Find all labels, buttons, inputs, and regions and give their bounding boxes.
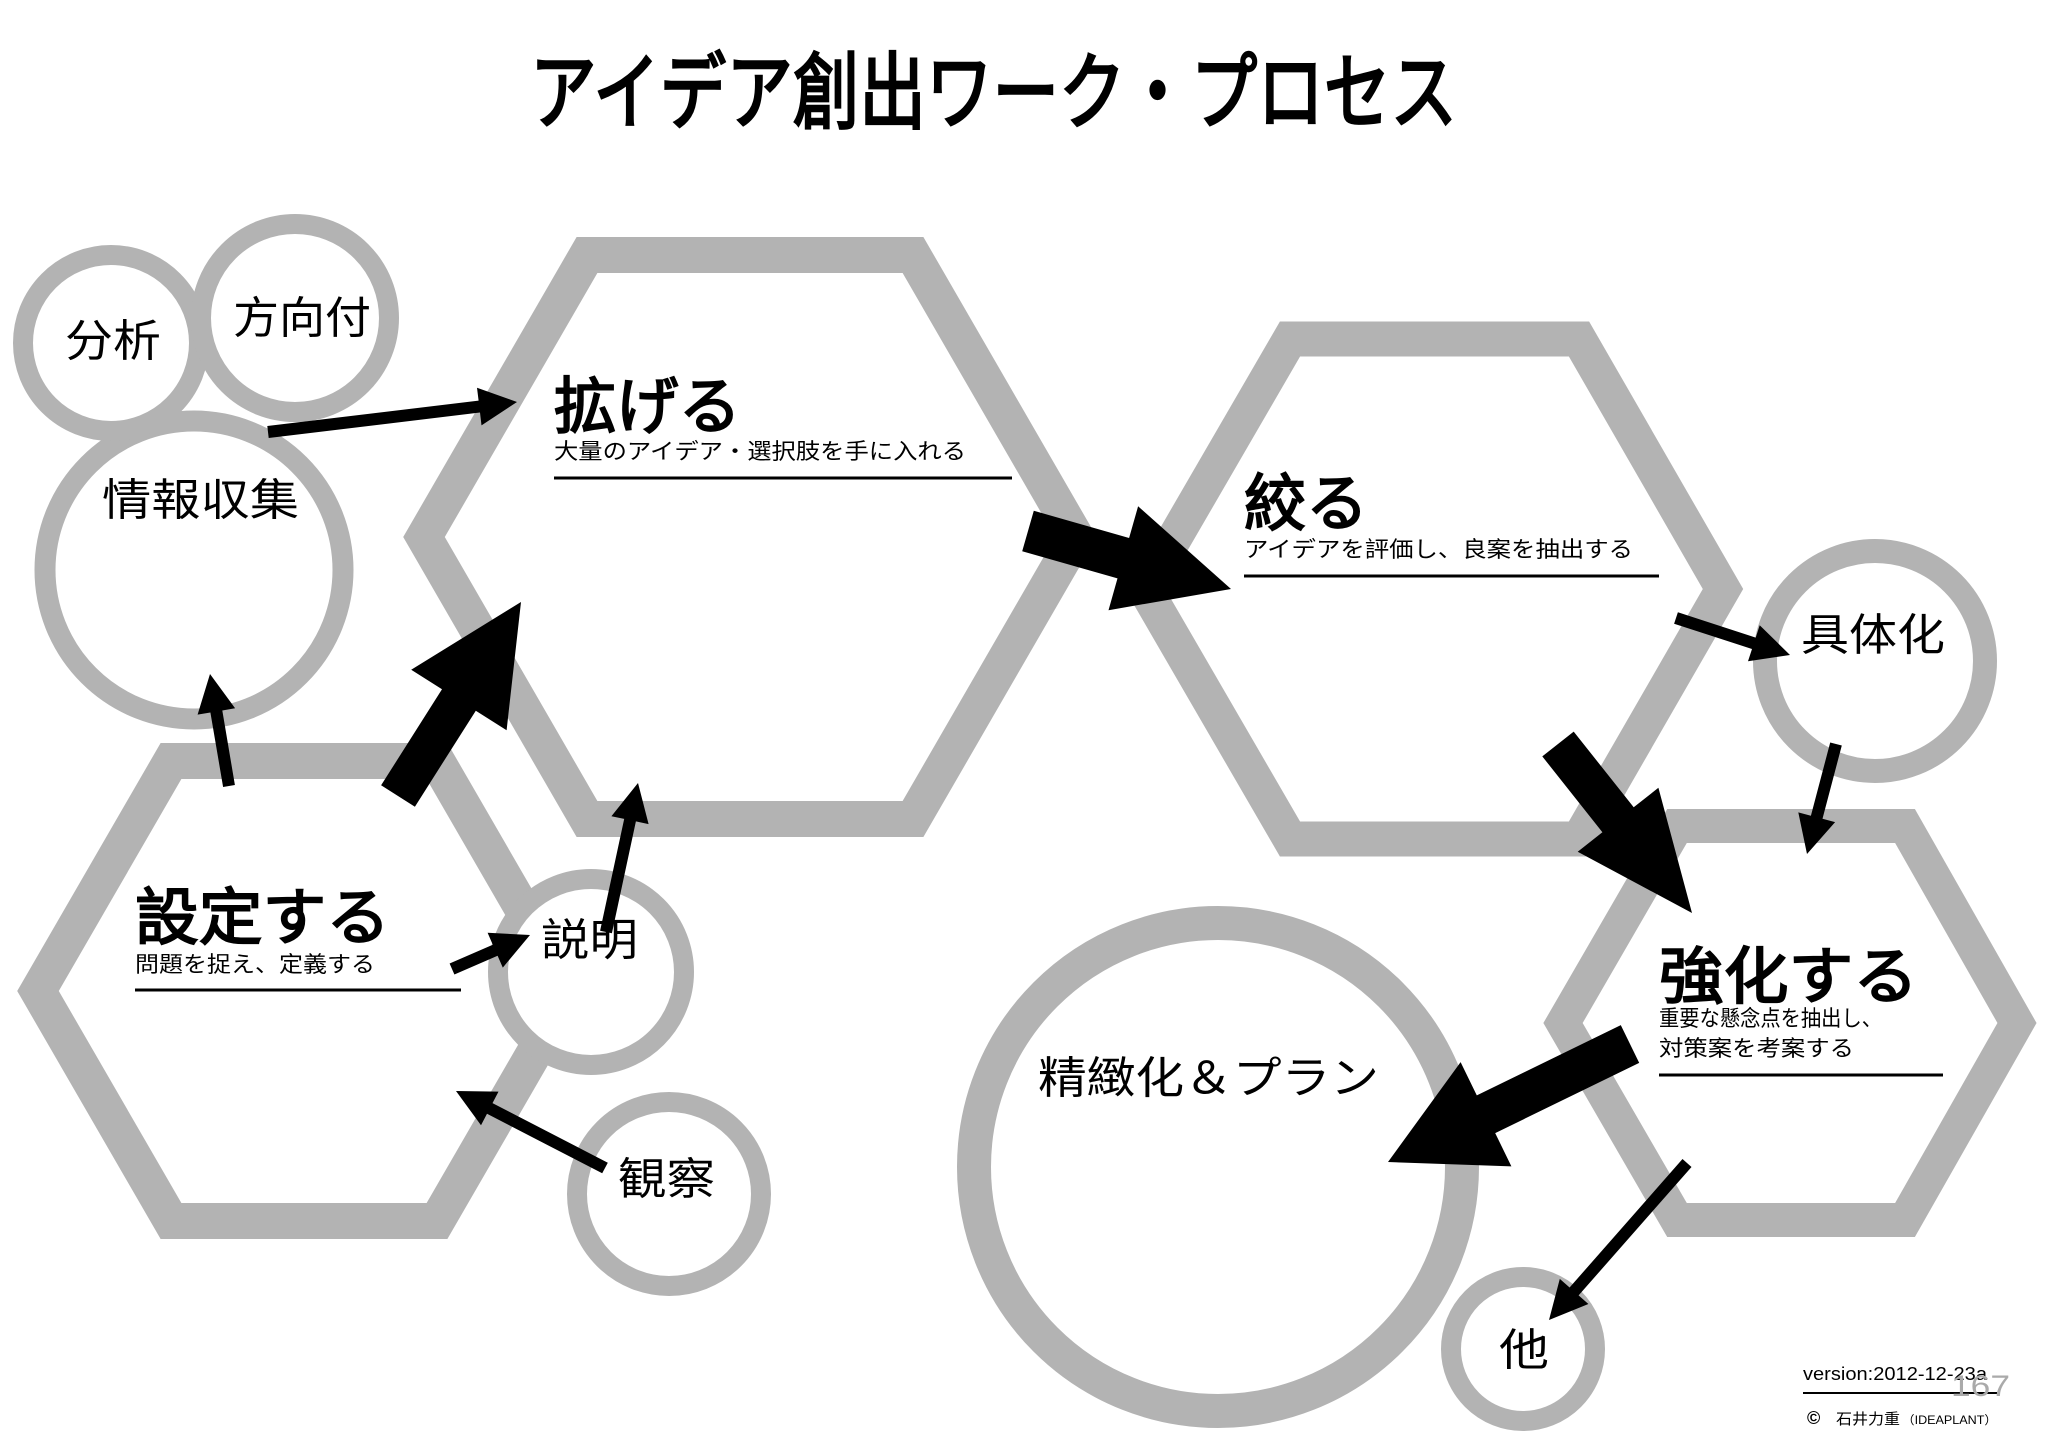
activity-other-label: 他 <box>1499 1325 1549 1376</box>
arrow-concretization-to-strengthen <box>1798 742 1842 854</box>
hexagon-strengthen <box>1543 809 2037 1237</box>
stage-expand: 拡げる 大量のアイデア・選択肢を手に入れる <box>554 370 1012 480</box>
arrow-information-gathering-to-expand <box>267 387 517 438</box>
stage-expand-description: 大量のアイデア・選択肢を手に入れる <box>554 440 966 465</box>
circle-direction <box>191 214 399 422</box>
arrow-expand-to-narrow <box>1022 506 1231 611</box>
hexagon-narrow <box>1124 321 1744 857</box>
stage-strengthen: 強化する 重要な懸念点を抽出し、 対策案を考案する <box>1659 940 1943 1077</box>
circle-refinement-and-plan <box>957 906 1479 1428</box>
stage-strengthen-description-line-2: 対策案を考案する <box>1659 1037 1854 1062</box>
activity-explanation-label: 説明 <box>541 915 638 966</box>
activity-concretization-label: 具体化 <box>1801 610 1945 661</box>
circle-information-gathering <box>34 410 354 730</box>
arrow-strengthen-to-refinement <box>1388 1025 1640 1167</box>
activity-analysis-label: 分析 <box>65 316 161 367</box>
stage-strengthen-description-line-1: 重要な懸念点を抽出し、 <box>1659 1007 1882 1032</box>
stage-expand-heading: 拡げる <box>554 370 741 443</box>
page-title: アイデア創出ワーク・プロセス <box>530 44 1457 142</box>
stage-define: 設定する 問題を捉え、定義する <box>135 881 461 992</box>
arrow-observation-to-define <box>456 1091 608 1174</box>
copyright-icon: © <box>1807 1408 1820 1428</box>
author-name: 石井力重 <box>1836 1411 1900 1428</box>
arrow-narrow-to-concretization <box>1674 612 1790 662</box>
activity-information-gathering-label: 情報収集 <box>102 475 299 526</box>
author-organization: （IDEAPLANT） <box>1902 1413 1997 1427</box>
arrows <box>197 387 1842 1320</box>
circle-concretization <box>1753 539 1997 783</box>
hexagon-expand <box>403 237 1097 837</box>
activity-observation-label: 観察 <box>618 1154 715 1205</box>
stage-narrow-description: アイデアを評価し、良案を抽出する <box>1244 538 1633 563</box>
arrow-strengthen-to-other <box>1549 1159 1692 1320</box>
footer: version:2012-12-23a 167 © 石井力重 （IDEAPLAN… <box>1803 1364 2010 1428</box>
stage-define-heading: 設定する <box>135 881 390 954</box>
circle-explanation <box>488 869 694 1075</box>
version-label: version:2012-12-23a <box>1803 1364 1988 1384</box>
arrow-define-to-expand <box>381 602 521 807</box>
stage-narrow: 絞る アイデアを評価し、良案を抽出する <box>1244 467 1659 578</box>
stage-narrow-heading: 絞る <box>1244 467 1368 540</box>
circle-observation <box>567 1092 771 1296</box>
page-number: 167 <box>1951 1370 2010 1403</box>
activity-refinement-and-plan-label: 精緻化＆プラン <box>1038 1053 1379 1104</box>
arrow-explanation-to-expand <box>600 783 649 934</box>
arrow-define-to-information-gathering <box>197 674 236 787</box>
arrow-narrow-to-strengthen <box>1542 731 1692 913</box>
activity-direction-label: 方向付 <box>233 293 371 344</box>
stage-define-description: 問題を捉え、定義する <box>135 953 375 978</box>
arrow-define-to-explanation <box>449 932 530 975</box>
stage-strengthen-heading: 強化する <box>1659 940 1918 1013</box>
